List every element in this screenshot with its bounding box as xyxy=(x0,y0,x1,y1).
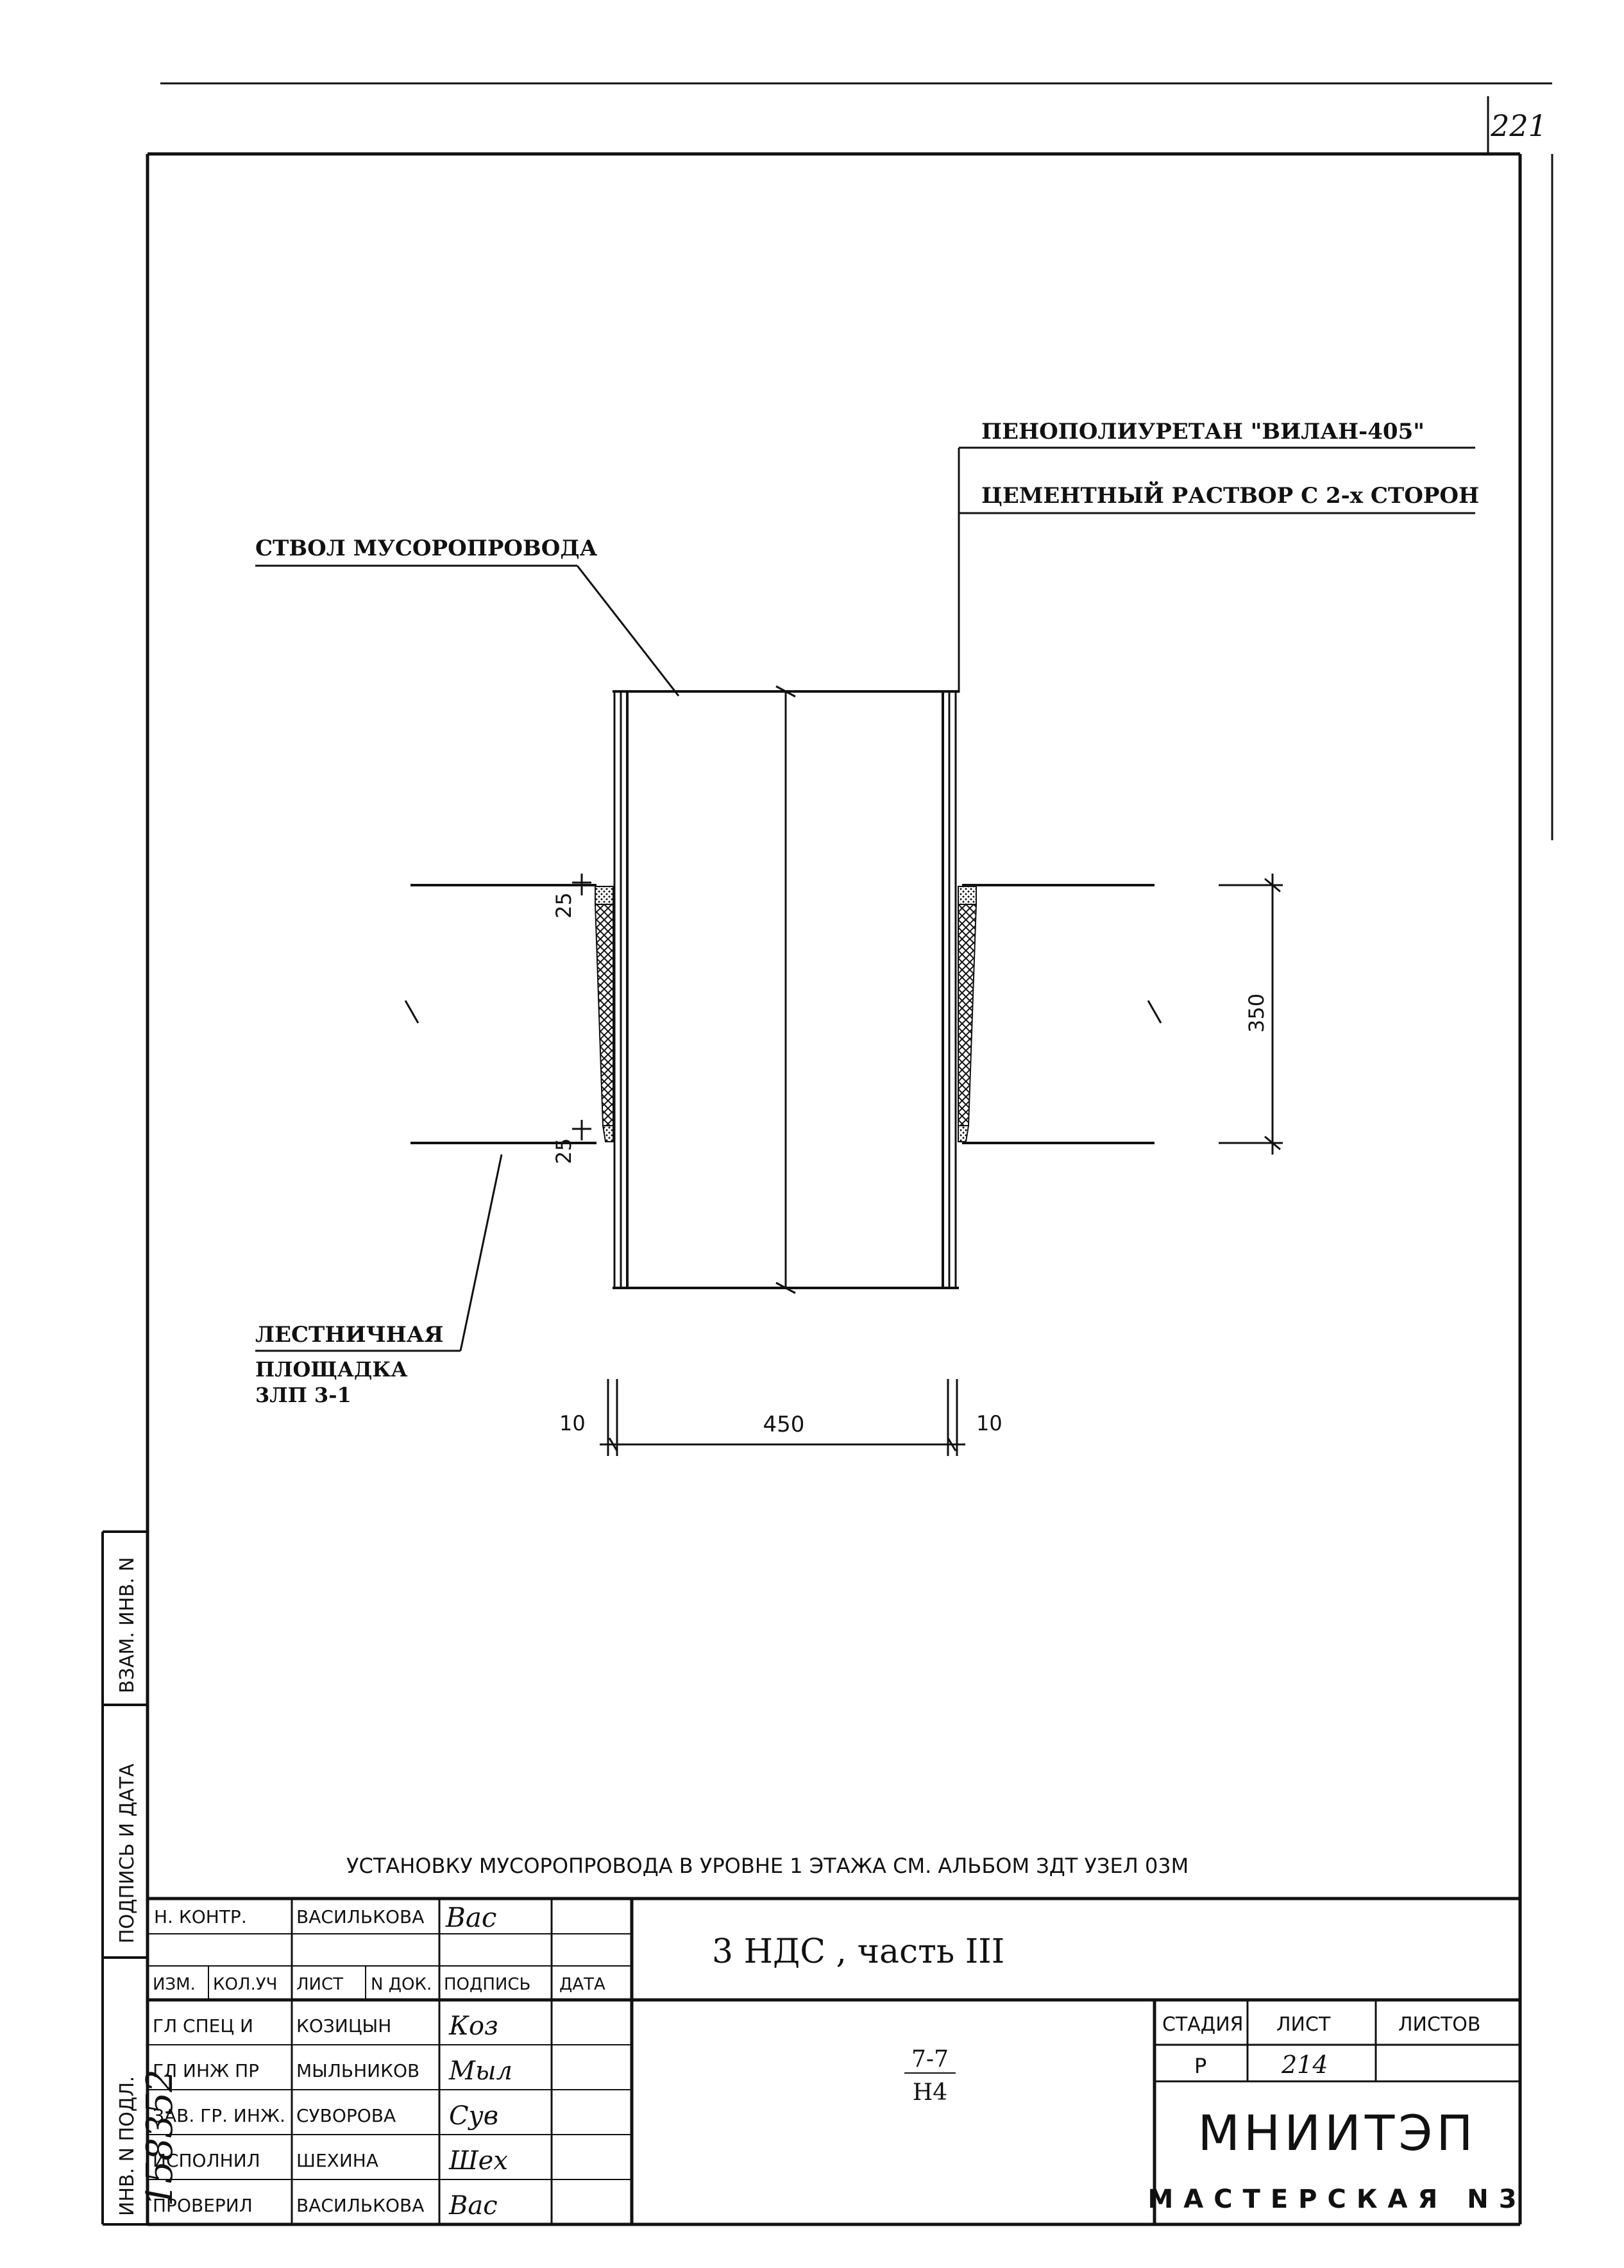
signer-name: МЫЛЬНИКОВ xyxy=(296,2060,419,2081)
landing-slab-left xyxy=(404,884,596,1144)
stage-label: СТАДИЯ xyxy=(1162,2013,1244,2036)
sheet-value: 214 xyxy=(1281,2051,1328,2079)
signer-name: ВАСИЛЬКОВА xyxy=(296,2195,424,2216)
callout-chute: СТВОЛ МУСОРОПРОВОДА xyxy=(255,536,598,561)
dimension-chute-width xyxy=(600,1379,965,1456)
callout-chute-leader xyxy=(255,564,680,697)
signer-role: ГЛ ИНЖ ПР xyxy=(153,2060,259,2081)
installation-note: УСТАНОВКУ МУСОРОПРОВОДА В УРОВНЕ 1 ЭТАЖА… xyxy=(346,1854,1188,1878)
signer-signature: Шех xyxy=(448,2146,508,2176)
header-data: ДАТА xyxy=(559,1975,605,1994)
margin-podpis-data: ПОДПИСЬ И ДАТА xyxy=(116,1763,139,1943)
sheet-number: 221 xyxy=(1490,108,1547,143)
header-n-dok: N ДОК. xyxy=(371,1975,432,1994)
chute-shaft xyxy=(613,685,959,1294)
sheets-label: ЛИСТОВ xyxy=(1398,2013,1480,2036)
signer-name: СУВОРОВА xyxy=(296,2105,396,2126)
dimension-bottom-gap: 25 xyxy=(552,1138,576,1164)
header-kol-uch: КОЛ.УЧ xyxy=(213,1975,277,1994)
project-title: 3 НДС , часть III xyxy=(712,1933,1004,1971)
organization-name: МНИИТЭП xyxy=(1197,2104,1476,2162)
signer-signature: Коз xyxy=(448,2011,498,2041)
signer-role: ГЛ СПЕЦ И xyxy=(153,2015,253,2036)
gap-fill-left xyxy=(594,886,614,1142)
header-list: ЛИСТ xyxy=(296,1975,343,1994)
dimension-right-wall: 10 xyxy=(976,1411,1002,1435)
workshop-name: МАСТЕРСКАЯ N3 xyxy=(1147,2185,1527,2214)
n-kontr-signature: Вас xyxy=(445,1902,496,1933)
dimension-gaps xyxy=(572,874,591,1140)
signer-name: КОЗИЦЫН xyxy=(296,2015,391,2036)
gap-fill-right xyxy=(958,886,977,1142)
left-margin-strip xyxy=(101,1530,148,2226)
signer-name: ШЕХИНА xyxy=(296,2150,378,2171)
sheet-frame xyxy=(146,82,1553,2226)
dimension-chute-width-value: 450 xyxy=(763,1412,805,1437)
header-izm: ИЗМ. xyxy=(153,1975,196,1994)
margin-vzam-inv: ВЗАМ. ИНВ. N xyxy=(116,1557,139,1693)
n-kontr-name: ВАСИЛЬКОВА xyxy=(296,1906,424,1927)
callout-mortar: ЦЕМЕНТНЫЙ РАСТВОР С 2-х СТОРОН xyxy=(981,481,1479,509)
dimension-slab-height-value: 350 xyxy=(1244,994,1269,1033)
sheet-label: ЛИСТ xyxy=(1276,2013,1331,2036)
dimension-slab-height xyxy=(1219,874,1283,1155)
callout-landing-line3: 3ЛП 3-1 xyxy=(255,1383,351,1407)
landing-slab-right xyxy=(962,884,1162,1144)
header-podpis: ПОДПИСЬ xyxy=(444,1975,530,1994)
dimension-top-gap: 25 xyxy=(552,892,576,918)
n-kontr-role: Н. КОНТР. xyxy=(154,1906,247,1927)
signer-role: ИСПОЛНИЛ xyxy=(153,2150,260,2171)
title-block-grid xyxy=(148,1897,1520,2224)
callout-insulation xyxy=(958,446,1475,693)
callout-landing-line1: ЛЕСТНИЧНАЯ xyxy=(255,1322,443,1348)
drawing-id: 7-7 xyxy=(911,2046,949,2072)
dimension-left-wall: 10 xyxy=(559,1411,586,1435)
margin-inv-podl: ИНВ. N ПОДЛ. xyxy=(116,2076,139,2216)
margin-inv-number: 158352 xyxy=(139,2069,181,2206)
drawing-code: Н4 xyxy=(913,2079,947,2106)
callout-landing-line2: ПЛОЩАДКА xyxy=(255,1357,407,1382)
signer-role: ПРОВЕРИЛ xyxy=(153,2195,253,2216)
signer-signature: Сув xyxy=(449,2101,498,2131)
signer-role: ЗАВ. ГР. ИНЖ. xyxy=(153,2105,285,2126)
signer-signature: Вас xyxy=(448,2191,498,2221)
signer-signature: Мыл xyxy=(448,2056,512,2086)
callout-polyurethane: ПЕНОПОЛИУРЕТАН "ВИЛАН-405" xyxy=(981,419,1425,444)
callout-landing-leader xyxy=(255,1154,503,1352)
stage-value: Р xyxy=(1194,2054,1206,2078)
